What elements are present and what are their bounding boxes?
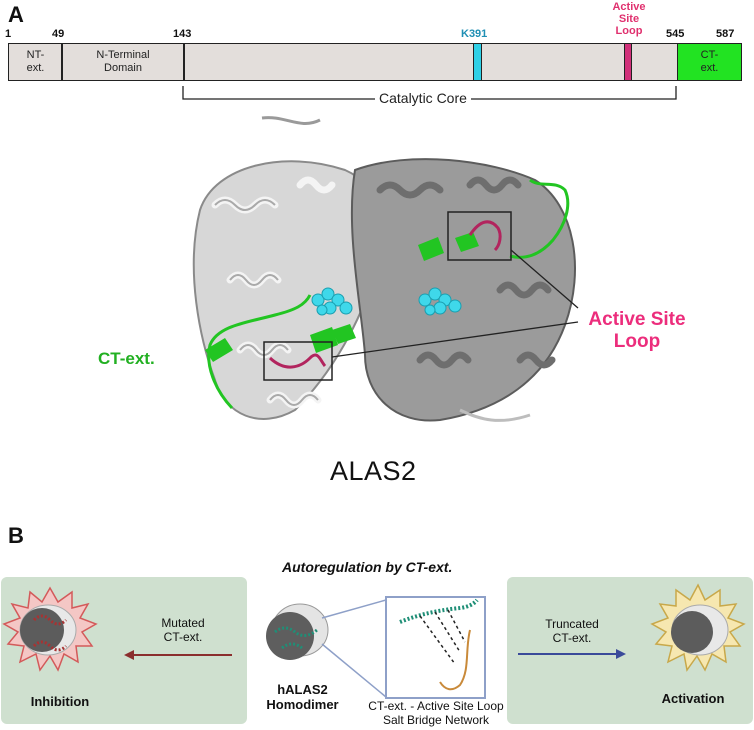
panel-a-letter: A: [8, 2, 24, 27]
divider-143: [183, 43, 185, 81]
position-587: 587: [716, 28, 735, 40]
truncated-ct-ext-label: Truncated CT-ext.: [545, 617, 599, 645]
active-site-loop-callout: Active Site Loop: [588, 309, 686, 352]
active-site-loop-marker-label: Active Site Loop: [612, 1, 646, 37]
position-1: 1: [5, 28, 12, 40]
protein-name-label: ALAS2: [330, 456, 417, 486]
position-545: 545: [666, 28, 685, 40]
divider-49: [61, 43, 63, 81]
domain-bar: [8, 43, 742, 81]
nt-domain-label: N-Terminal Domain: [96, 49, 150, 74]
mutated-ct-ext-label: Mutated CT-ext.: [161, 616, 205, 644]
homodimer-label: hALAS2 Homodimer: [266, 682, 339, 712]
ct-ext-callout: CT-ext.: [98, 349, 155, 368]
ct-ext-segment-label: CT- ext.: [700, 49, 719, 74]
position-143: 143: [173, 28, 192, 40]
catalytic-core-label: Catalytic Core: [375, 90, 471, 106]
ct-ext-segment: [677, 43, 742, 81]
nt-ext-label: NT- ext.: [26, 49, 45, 74]
k391-label: K391: [461, 28, 488, 40]
alas2-structure-illustration: [192, 116, 579, 422]
panel-b-title: Autoregulation by CT-ext.: [282, 559, 453, 575]
panel-b-letter: B: [8, 523, 24, 548]
position-49: 49: [52, 28, 65, 40]
activation-label: Activation: [661, 691, 725, 706]
panel-b-graphics: [2, 583, 746, 699]
active-site-loop-marker: [624, 44, 632, 80]
salt-bridge-caption: CT-ext. - Active Site Loop Salt Bridge N…: [368, 699, 504, 727]
inhibition-label: Inhibition: [30, 694, 90, 709]
k391-marker: [473, 44, 482, 80]
